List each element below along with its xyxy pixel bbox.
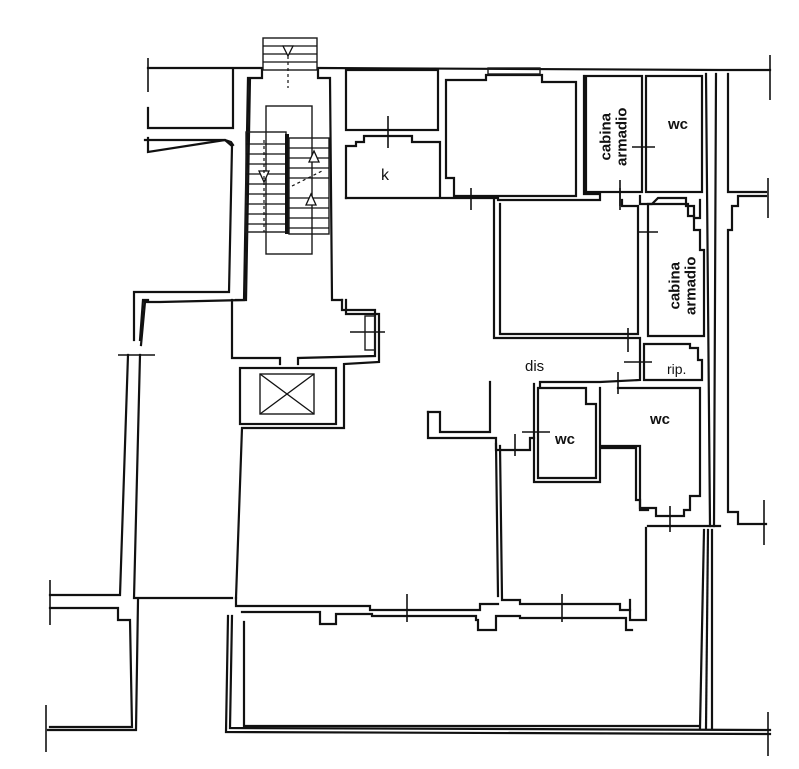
room-center-right [492,188,642,340]
stair-flight-right [288,137,330,235]
storage-and-hallway [538,328,704,394]
elevator-shaft-icon [259,373,315,415]
exterior-top-wall [146,55,772,100]
bedroom-top-center [444,67,602,210]
staircase [234,37,344,302]
room-label-hallway: dis [525,358,545,375]
room-label-closet-right: cabina armadio [666,250,699,322]
room-label-wc-right: wc [650,411,671,428]
up-arrow-icon [307,149,321,163]
right-shaft [698,72,769,730]
room-label-wc-top: wc [668,116,689,133]
bathrooms-center [514,382,722,532]
closet-top-line2: armadio [613,107,630,166]
landing-and-elevator [230,298,385,600]
kitchen-area [344,68,500,200]
room-label-wc-center: wc [555,431,576,448]
room-label-kitchen: k [381,167,389,184]
living-room-center [426,380,648,622]
down-arrow-icon [281,45,295,58]
closet-top-line1: cabina [597,112,615,161]
bottom-corridor-wall [234,594,634,632]
bottom-large-room [224,614,772,756]
closet-and-wc-top [584,74,704,220]
closet-right-line1: cabina [666,261,684,310]
left-wing-walls [45,68,250,752]
closet-right [638,202,706,338]
closet-right-line2: armadio [682,256,699,315]
up-arrow-icon [304,192,318,206]
room-label-storage: rip. [667,361,687,377]
room-label-closet-top: cabina armadio [597,101,630,173]
